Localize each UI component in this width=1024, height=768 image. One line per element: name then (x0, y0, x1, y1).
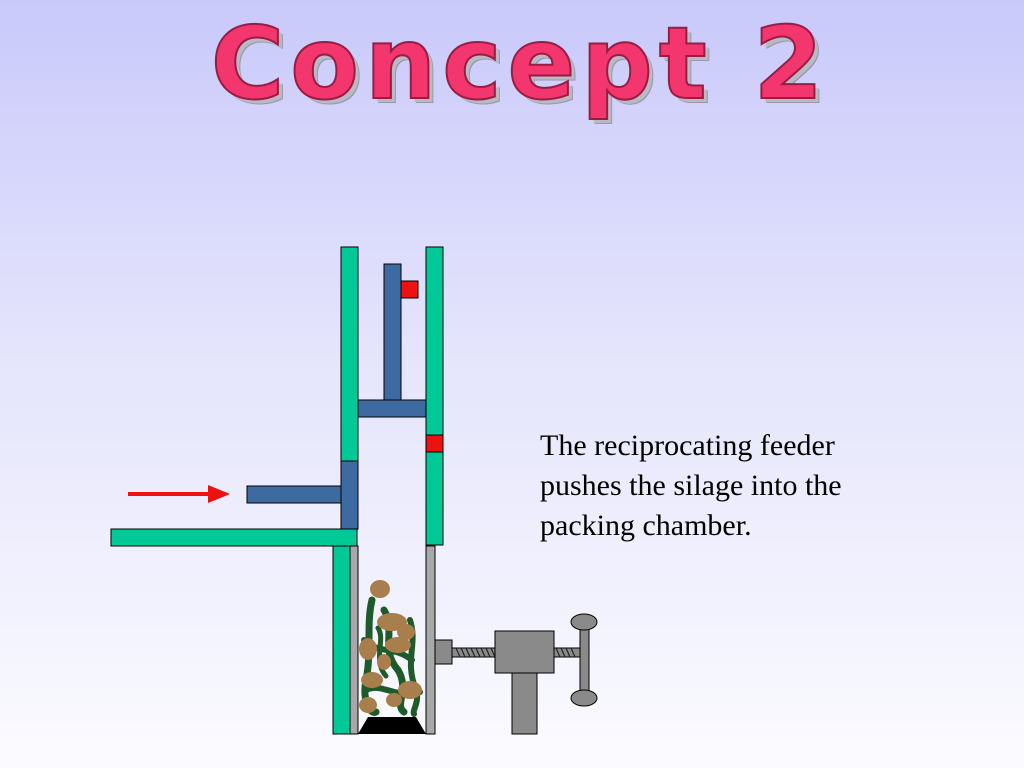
caption-line: packing chamber. (540, 509, 752, 542)
caption-line: The reciprocating feeder (540, 429, 835, 462)
lower-left-wall (332, 545, 351, 735)
press-nut-block (494, 630, 555, 674)
arrow-right-icon (128, 485, 230, 503)
feed-chute (110, 528, 358, 547)
caption-line: pushes the silage into the (540, 469, 842, 502)
wall-sensor (425, 434, 444, 453)
caption: The reciprocating feeder pushes the sila… (540, 426, 920, 546)
feeder-push-rod (246, 485, 343, 504)
press-support-post (511, 672, 538, 735)
feeder-plate (340, 460, 359, 530)
packing-ram-plate (357, 399, 427, 418)
slide-title: Concept 2 (210, 4, 830, 123)
left-upper-wall (340, 246, 359, 462)
lower-right-liner (425, 545, 436, 735)
silage-pile (359, 580, 423, 717)
right-upper-wall (425, 246, 444, 546)
side-press (434, 613, 598, 735)
base-plate (358, 717, 426, 734)
ram-sensor (400, 280, 419, 299)
packing-ram-rod (383, 263, 402, 402)
lower-left-liner (349, 545, 359, 735)
crank-handle-icon (570, 613, 598, 707)
